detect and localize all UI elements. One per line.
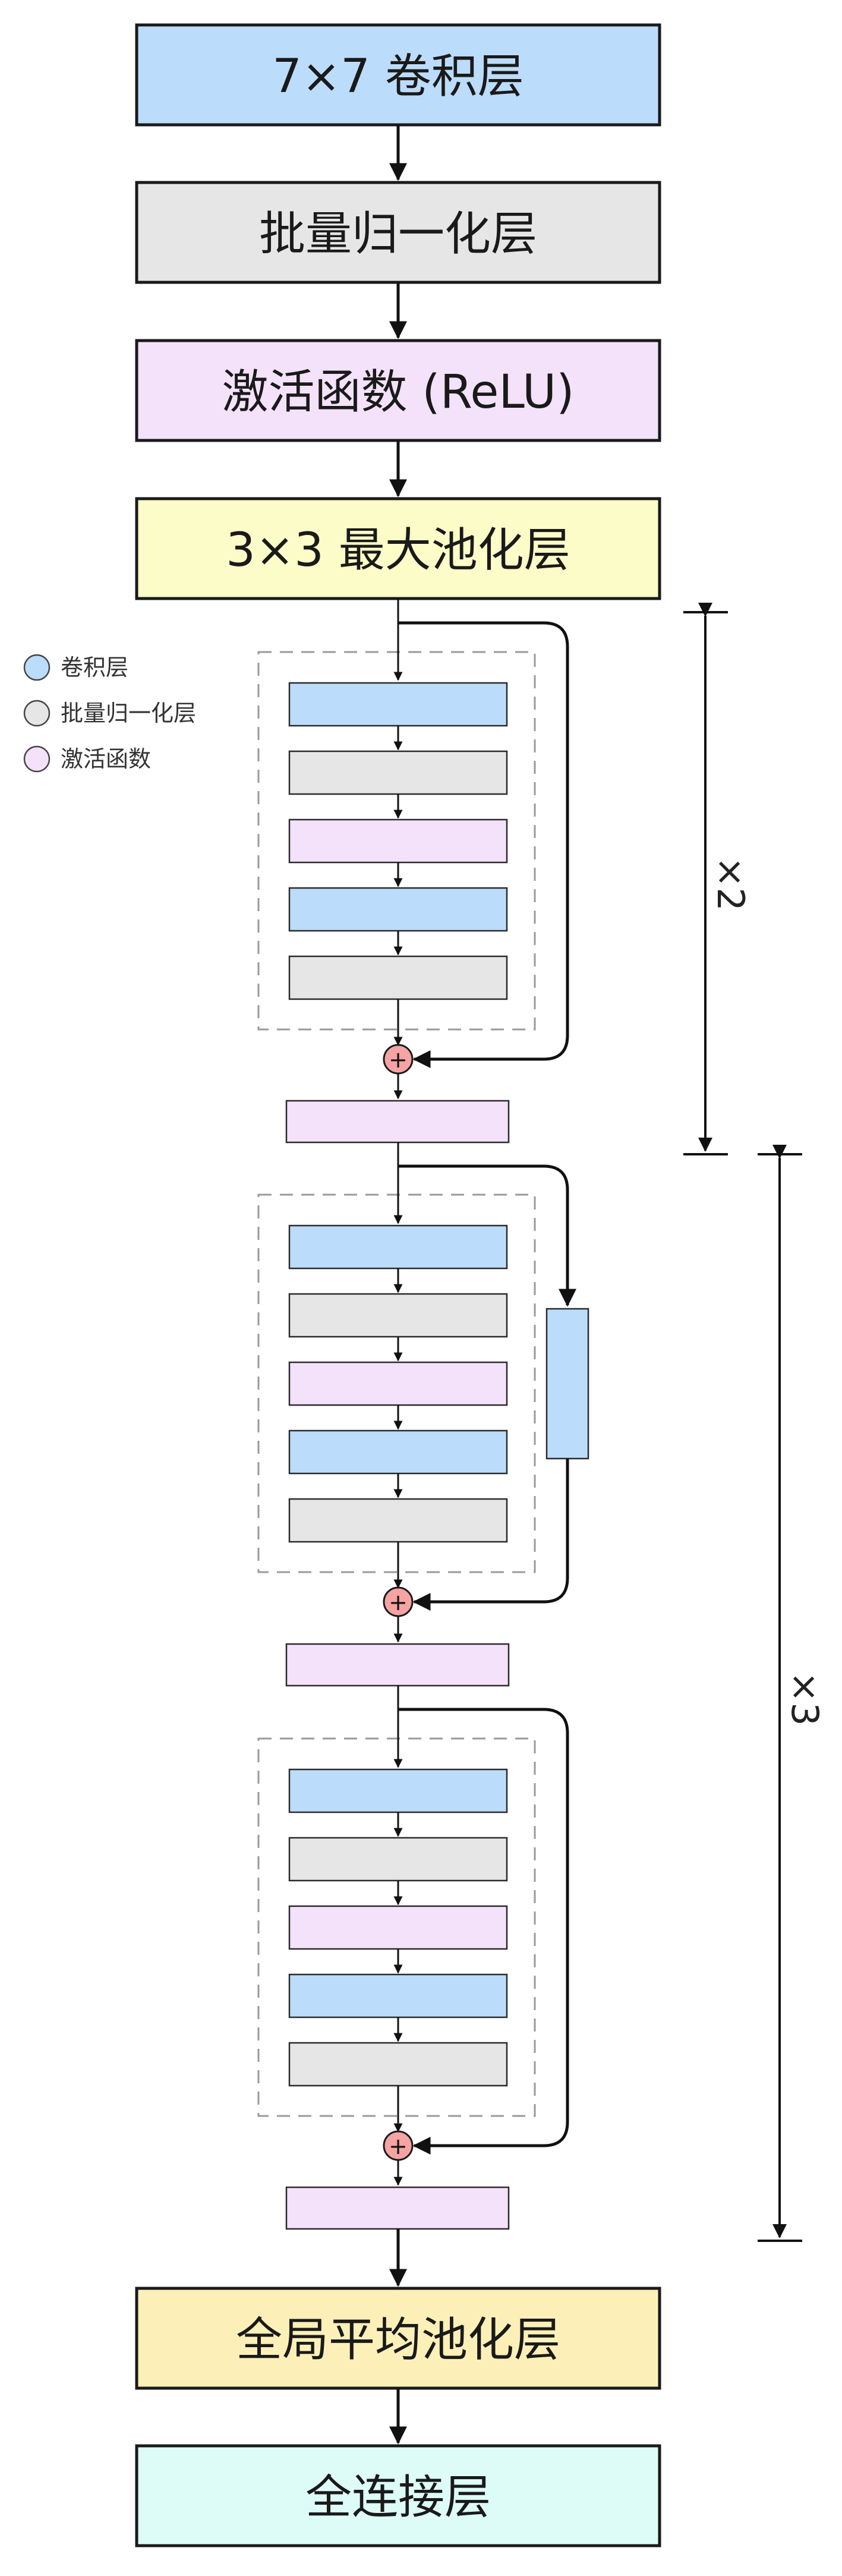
avgpool-block: 全局平均池化层 <box>135 2287 661 2390</box>
bn-block: 批量归一化层 <box>135 181 661 284</box>
relu-output <box>285 1100 510 1144</box>
legend-label: 激活函数 <box>61 746 151 772</box>
conv-layer <box>288 682 508 727</box>
repeat-bracket-x2: ×2 <box>683 603 752 1155</box>
relu-block: 激活函数 (ReLU) <box>135 339 661 442</box>
skip-connection <box>398 1708 569 2155</box>
legend-label: 批量归一化层 <box>61 700 196 726</box>
fc-block: 全连接层 <box>135 2444 661 2547</box>
legend-item-bn: 批量归一化层 <box>23 700 196 727</box>
repeat-label-x3: ×3 <box>783 1671 827 1725</box>
dashed-frame <box>257 1193 536 1573</box>
maxpool-label: 3×3 最大池化层 <box>226 524 570 577</box>
residual-block-3: + <box>257 1686 569 2230</box>
legend-swatch <box>23 654 51 681</box>
residual-block-2: + <box>257 1142 589 1687</box>
conv7-label: 7×7 卷积层 <box>272 50 524 103</box>
bn-layer <box>288 1498 508 1543</box>
relu-layer <box>288 1905 508 1950</box>
relu-output <box>285 1643 510 1687</box>
conv-layer <box>288 887 508 932</box>
legend-swatch <box>23 700 51 727</box>
legend-label: 卷积层 <box>61 654 128 681</box>
relu-output <box>285 2186 510 2230</box>
add-node: + <box>383 1044 414 1075</box>
add-node: + <box>383 2130 414 2161</box>
dashed-frame <box>257 651 536 1031</box>
legend: 卷积层 批量归一化层 激活函数 <box>23 654 196 773</box>
legend-item-conv: 卷积层 <box>23 654 128 681</box>
residual-block-1: + <box>257 599 569 1144</box>
conv-layer <box>288 1429 508 1475</box>
bn-layer <box>288 955 508 1000</box>
bn-layer <box>288 2042 508 2087</box>
fc-label: 全连接层 <box>305 2471 491 2524</box>
repeat-label-x2: ×2 <box>709 856 752 911</box>
dashed-frame <box>257 1737 536 2117</box>
relu-layer <box>288 818 508 864</box>
legend-swatch <box>23 745 51 773</box>
conv-layer <box>288 1973 508 2018</box>
add-symbol: + <box>389 1589 408 1615</box>
conv-layer <box>288 1768 508 1813</box>
bn-label: 批量归一化层 <box>259 207 537 261</box>
skip-connection <box>398 621 569 1068</box>
projection-conv <box>545 1308 589 1460</box>
relu-label: 激活函数 (ReLU) <box>222 366 575 419</box>
add-symbol: + <box>389 1047 408 1073</box>
skip-connection <box>412 1459 569 1611</box>
conv7-block: 7×7 卷积层 <box>135 23 661 127</box>
relu-layer <box>288 1361 508 1406</box>
add-symbol: + <box>389 2133 408 2159</box>
projection-path <box>398 1164 576 1307</box>
bn-layer <box>288 1837 508 1882</box>
avgpool-label: 全局平均池化层 <box>236 2313 560 2367</box>
legend-item-relu: 激活函数 <box>23 745 151 773</box>
repeat-bracket-x3: ×3 <box>758 1145 827 2242</box>
add-node: + <box>383 1586 414 1617</box>
bn-layer <box>288 1293 508 1338</box>
maxpool-block: 3×3 最大池化层 <box>135 497 661 600</box>
bn-layer <box>288 750 508 795</box>
conv-layer <box>288 1224 508 1270</box>
